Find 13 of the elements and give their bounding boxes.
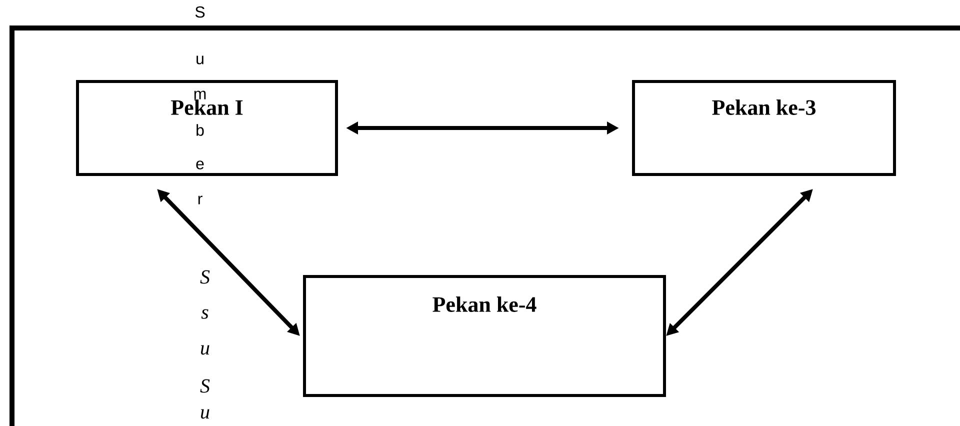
letter: s: [201, 309, 208, 319]
letter: u: [201, 409, 210, 419]
letter: S: [200, 379, 210, 393]
letter: u: [201, 345, 210, 355]
process-box: Pekan ke-4: [303, 275, 666, 397]
letter: S: [200, 270, 210, 284]
letter: u: [196, 56, 204, 64]
process-box: Pekan ke-3: [632, 80, 896, 176]
letter: m: [194, 90, 206, 100]
letter: e: [196, 160, 204, 170]
letter: S: [195, 6, 205, 18]
letter: b: [196, 124, 204, 136]
letter: r: [198, 196, 202, 204]
